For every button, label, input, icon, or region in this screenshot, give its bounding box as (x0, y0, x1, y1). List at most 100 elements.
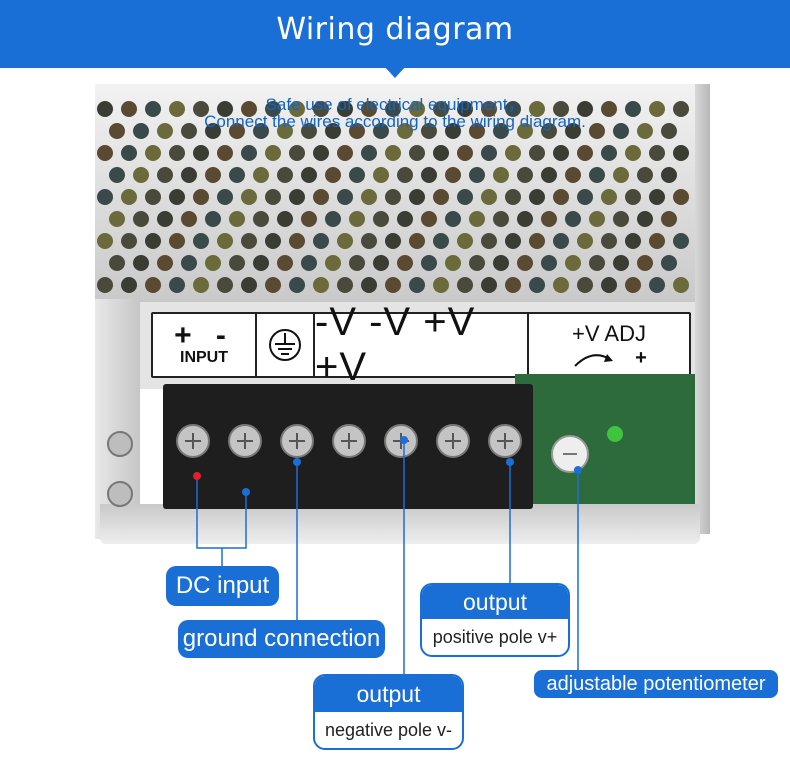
vent-hole (661, 167, 677, 183)
vent-hole (217, 145, 233, 161)
vent-hole (625, 101, 641, 117)
vent-hole (601, 101, 617, 117)
vent-hole (133, 123, 149, 139)
vent-hole (661, 123, 677, 139)
vent-hole (553, 277, 569, 293)
vent-hole (601, 145, 617, 161)
vent-hole (397, 211, 413, 227)
vent-hole (385, 101, 401, 117)
vent-hole (157, 167, 173, 183)
vent-hole (505, 145, 521, 161)
vent-hole (109, 167, 125, 183)
vent-hole (553, 233, 569, 249)
vent-hole (193, 145, 209, 161)
vent-hole (565, 123, 581, 139)
vent-hole (121, 233, 137, 249)
vent-hole (301, 211, 317, 227)
vent-hole (337, 233, 353, 249)
adjust-label: +V ADJ (572, 320, 646, 346)
ground-connection-label: ground connection (178, 620, 385, 658)
vent-hole (433, 277, 449, 293)
vent-hole (97, 277, 113, 293)
vent-grille (95, 84, 695, 304)
vent-hole (649, 101, 665, 117)
vent-hole (157, 123, 173, 139)
vent-hole (613, 255, 629, 271)
vent-hole (385, 189, 401, 205)
vent-hole (289, 277, 305, 293)
vent-hole (529, 189, 545, 205)
vent-hole (457, 101, 473, 117)
vent-hole (457, 145, 473, 161)
vent-hole (433, 101, 449, 117)
vent-hole (541, 255, 557, 271)
vent-hole (445, 123, 461, 139)
vent-hole (613, 123, 629, 139)
output-negative-text: negative pole v- (324, 719, 453, 740)
vent-hole (601, 233, 617, 249)
page-title: Wiring diagram (276, 12, 514, 47)
vent-hole (265, 145, 281, 161)
vent-hole (205, 255, 221, 271)
vent-hole (673, 145, 689, 161)
vent-hole (625, 145, 641, 161)
vent-hole (253, 167, 269, 183)
vent-hole (169, 189, 185, 205)
vent-hole (289, 145, 305, 161)
vent-hole (445, 167, 461, 183)
vent-hole (241, 277, 257, 293)
vent-hole (529, 277, 545, 293)
vent-hole (277, 167, 293, 183)
vent-hole (493, 123, 509, 139)
vent-hole (637, 211, 653, 227)
vent-hole (625, 233, 641, 249)
vent-hole (289, 101, 305, 117)
vent-hole (169, 145, 185, 161)
input-label-cell: + - INPUT (153, 314, 257, 376)
terminal-label-strip: + - INPUT -V -V +V +V +V ADJ + (151, 300, 691, 389)
output-negative-callout: output negative pole v- (313, 674, 464, 750)
vent-hole (313, 277, 329, 293)
vent-hole (577, 233, 593, 249)
vent-hole (229, 255, 245, 271)
ground-marker (293, 458, 301, 466)
vent-hole (241, 189, 257, 205)
vent-hole (337, 101, 353, 117)
vent-hole (121, 101, 137, 117)
dc-input-marker (193, 472, 201, 480)
vent-hole (541, 211, 557, 227)
vent-hole (349, 123, 365, 139)
vent-hole (433, 145, 449, 161)
vent-hole (145, 233, 161, 249)
vent-hole (349, 211, 365, 227)
vent-hole (625, 189, 641, 205)
vent-hole (397, 123, 413, 139)
output-label-cell: -V -V +V +V (315, 300, 529, 389)
vent-hole (601, 189, 617, 205)
rotate-arrow-icon (574, 354, 614, 367)
vent-hole (505, 277, 521, 293)
vent-hole (133, 255, 149, 271)
vent-hole (265, 189, 281, 205)
vent-hole (217, 101, 233, 117)
adjustable-potentiometer-label: adjustable potentiometer (534, 670, 778, 698)
vent-hole (349, 167, 365, 183)
vent-hole (445, 255, 461, 271)
adjust-plus: + (635, 346, 647, 369)
vent-hole (109, 211, 125, 227)
vent-hole (661, 211, 677, 227)
vent-hole (337, 189, 353, 205)
vent-hole (577, 145, 593, 161)
vent-hole (217, 189, 233, 205)
vent-hole (181, 255, 197, 271)
vent-hole (505, 233, 521, 249)
dc-input-label: DC input (166, 566, 279, 606)
output-positive-callout: output positive pole v+ (420, 583, 570, 657)
vent-hole (673, 101, 689, 117)
vent-hole (313, 233, 329, 249)
vent-hole (265, 101, 281, 117)
vent-hole (553, 101, 569, 117)
vent-hole (493, 211, 509, 227)
vent-hole (505, 189, 521, 205)
